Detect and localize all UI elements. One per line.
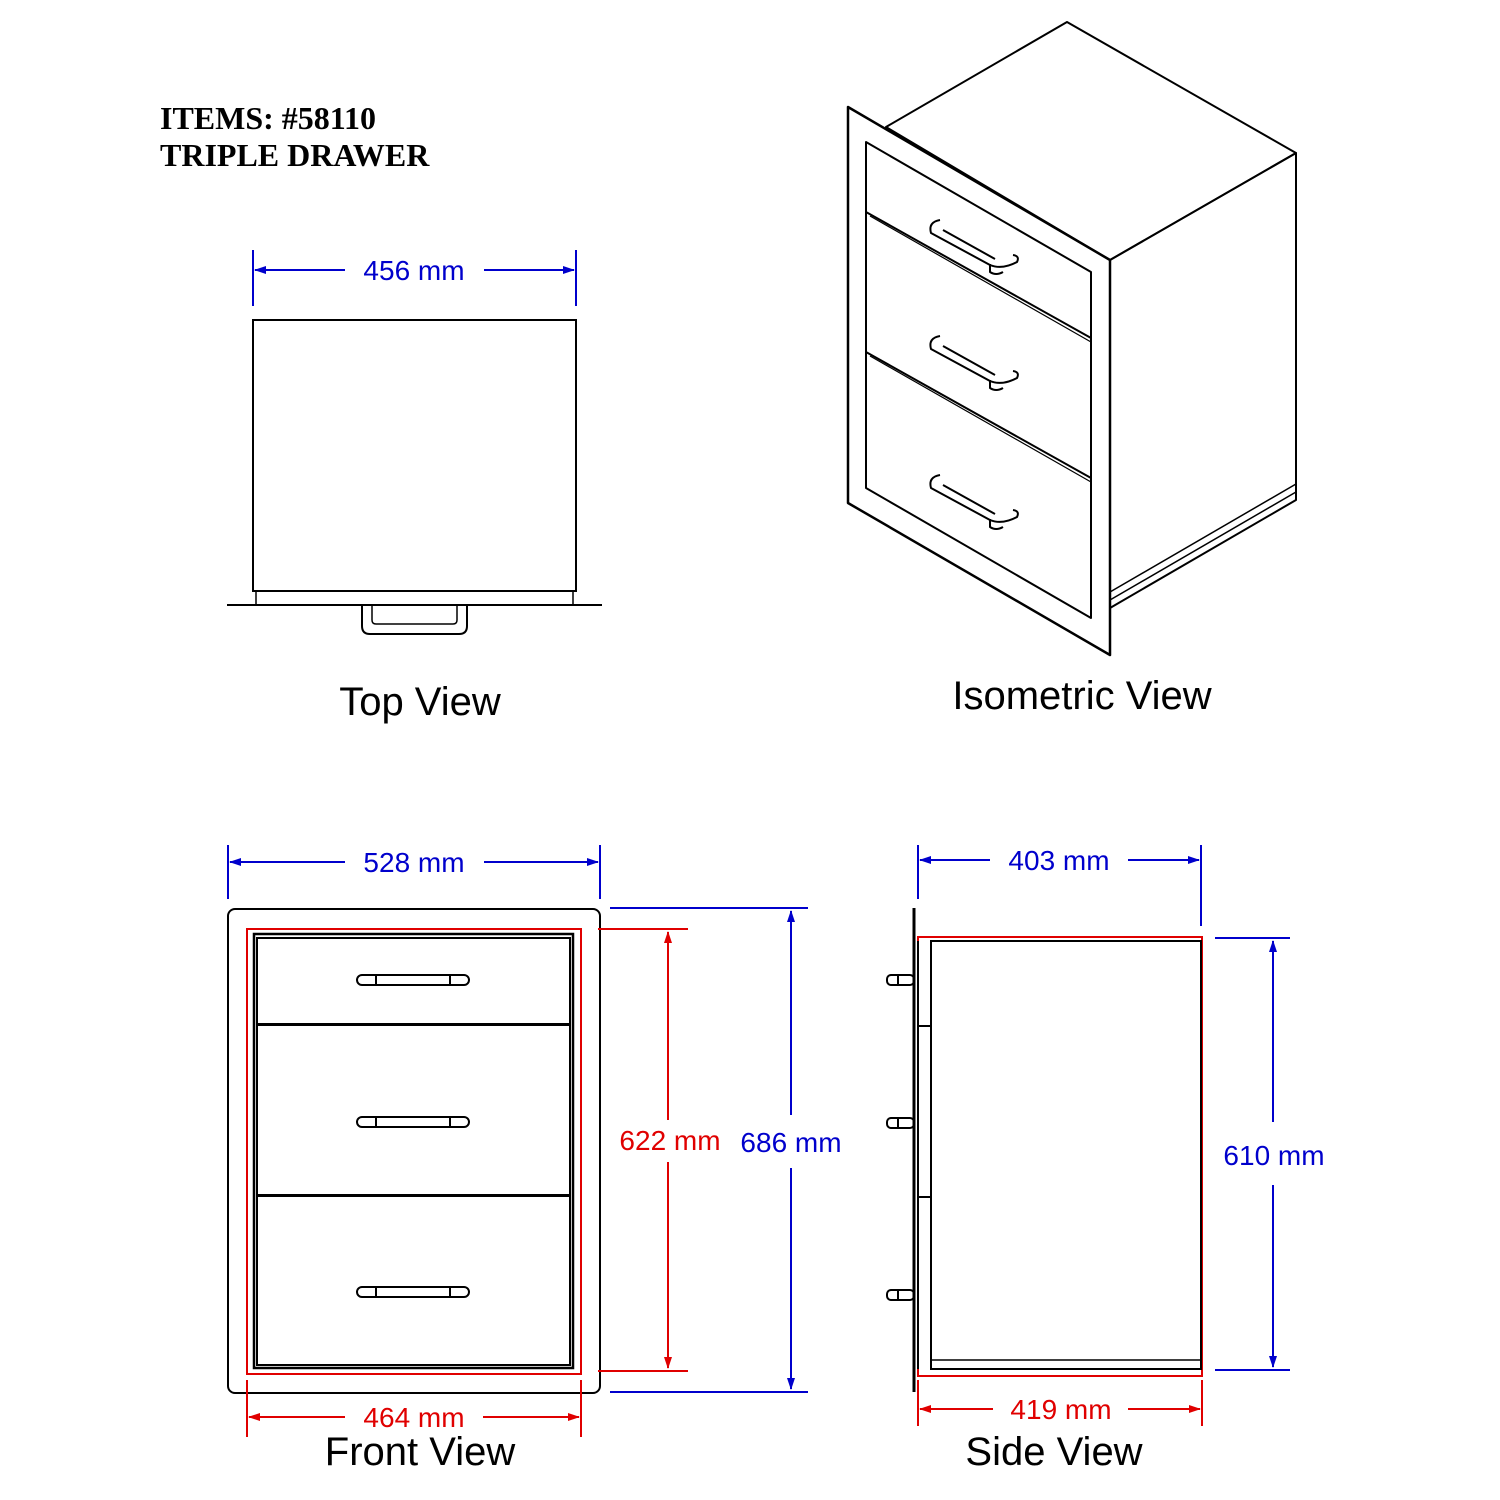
side-depth-dimension: 403 mm <box>917 845 1202 926</box>
side-handle-3 <box>886 1289 915 1301</box>
front-drawer-1 <box>256 937 571 1025</box>
front-width-label: 528 mm <box>363 847 464 878</box>
front-inner-width-label: 464 mm <box>363 1402 464 1433</box>
iso-handle-2 <box>929 335 1019 391</box>
side-handle-2 <box>886 1117 915 1129</box>
front-flange-outline <box>227 908 601 1394</box>
top-width-label: 456 mm <box>363 255 464 286</box>
top-view-body <box>252 319 577 592</box>
front-inner-height-label: 622 mm <box>619 1125 720 1156</box>
front-drawer-frame <box>252 932 575 1370</box>
iso-handle-3 <box>929 474 1019 530</box>
iso-drawer-divider-2 <box>865 351 1092 479</box>
front-view <box>227 908 601 1394</box>
side-cutout-outline <box>917 936 1203 1377</box>
front-drawer-3 <box>256 1195 571 1366</box>
isometric-view-label: Isometric View <box>952 674 1212 718</box>
front-drawer-2 <box>256 1024 571 1196</box>
top-width-dimension: 456 mm <box>252 250 577 306</box>
side-height-label: 610 mm <box>1223 1140 1324 1171</box>
front-height-label: 686 mm <box>740 1127 841 1158</box>
top-view-label: Top View <box>339 680 501 724</box>
top-view <box>227 319 602 635</box>
iso-cabinet-side <box>1109 152 1297 609</box>
top-view-face-frame <box>255 590 574 606</box>
iso-handle-1 <box>929 219 1019 275</box>
item-number-title: ITEMS: #58110 <box>160 100 377 136</box>
iso-face-flange <box>846 105 1112 657</box>
side-view-label: Side View <box>965 1430 1143 1474</box>
side-body <box>930 940 1202 1370</box>
front-width-dimension: 528 mm <box>227 845 601 899</box>
side-height-dimension: 610 mm <box>1215 937 1325 1371</box>
iso-drawer-area <box>865 141 1092 619</box>
side-depth-label: 403 mm <box>1008 845 1109 876</box>
product-name-title: TRIPLE DRAWER <box>160 137 430 173</box>
side-handle-1 <box>886 974 915 986</box>
front-handle-3 <box>356 1286 470 1298</box>
front-inner-height-dimension: 622 mm <box>598 928 721 1372</box>
side-inner-depth-label: 419 mm <box>1010 1394 1111 1425</box>
front-height-dimension: 686 mm <box>610 907 842 1393</box>
front-view-label: Front View <box>324 1430 516 1474</box>
side-view <box>886 908 1203 1392</box>
top-view-handle <box>361 605 468 635</box>
front-handle-2 <box>356 1116 470 1128</box>
iso-drawer-divider-1 <box>865 211 1092 339</box>
isometric-view <box>846 21 1297 657</box>
front-handle-1 <box>356 974 470 986</box>
side-inner-depth-dimension: 419 mm <box>917 1380 1203 1426</box>
front-inner-width-dimension: 464 mm <box>246 1380 582 1437</box>
front-cutout-outline <box>246 928 582 1375</box>
iso-cabinet-top <box>885 21 1297 261</box>
